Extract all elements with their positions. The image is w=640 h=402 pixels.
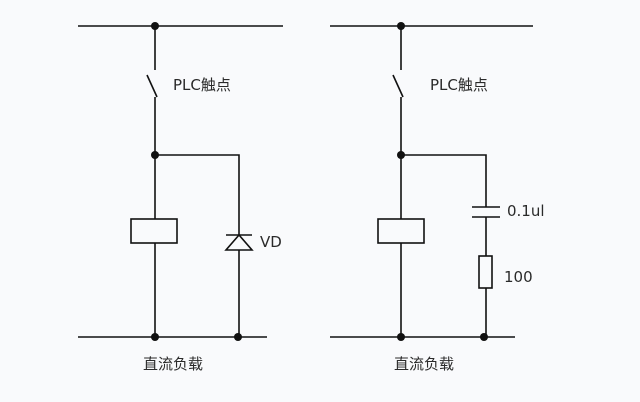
capacitor-label: 0.1ul bbox=[507, 202, 545, 220]
resistor-label: 100 bbox=[504, 268, 533, 286]
junction-dot bbox=[151, 151, 159, 159]
relay-coil bbox=[377, 218, 425, 244]
wire bbox=[401, 154, 487, 207]
contact-label: PLC触点 bbox=[173, 76, 231, 94]
junction-dots bbox=[151, 22, 488, 341]
diode-label: VD bbox=[260, 233, 282, 251]
rc-circuit bbox=[330, 25, 533, 338]
junction-dot bbox=[234, 333, 242, 341]
resistor-icon bbox=[478, 255, 493, 289]
relay-coil bbox=[130, 218, 178, 244]
diode-icon bbox=[224, 233, 254, 251]
switch-contact bbox=[392, 74, 404, 98]
switch-contact bbox=[146, 74, 158, 98]
contact-label: PLC触点 bbox=[430, 76, 488, 94]
diode-circuit bbox=[78, 25, 283, 338]
junction-dot bbox=[397, 333, 405, 341]
junction-dot bbox=[151, 22, 159, 30]
junction-dot bbox=[397, 151, 405, 159]
junction-dot bbox=[480, 333, 488, 341]
wire bbox=[155, 154, 240, 235]
load-label: 直流负载 bbox=[394, 355, 455, 373]
junction-dot bbox=[397, 22, 405, 30]
load-label: 直流负载 bbox=[143, 355, 204, 373]
junction-dot bbox=[151, 333, 159, 341]
